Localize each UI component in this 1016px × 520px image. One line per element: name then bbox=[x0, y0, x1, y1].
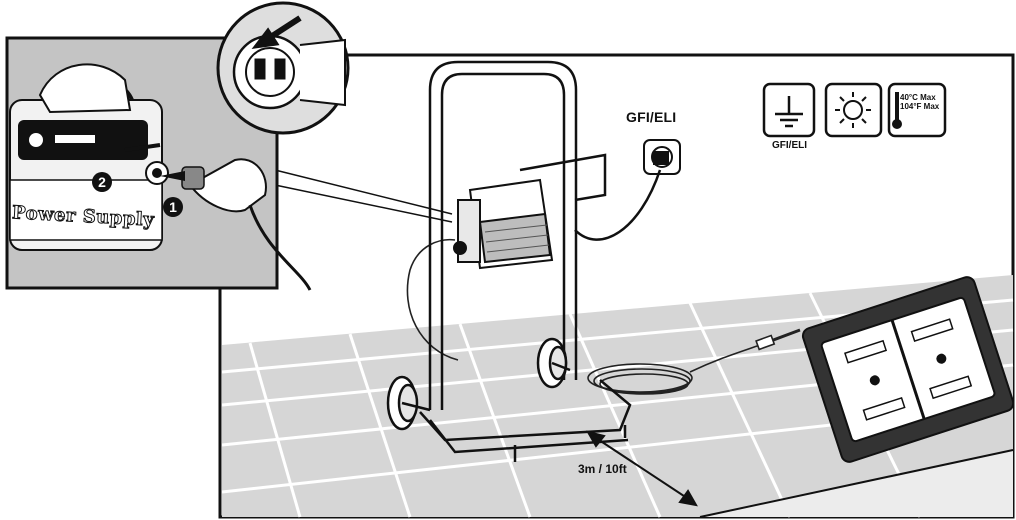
step-badge-2: 2 bbox=[92, 172, 112, 192]
step-badge-1: 1 bbox=[163, 197, 183, 217]
temp-max-celsius: 40°C Max bbox=[900, 93, 936, 102]
temperature-label: 40°C Max 104°F Max bbox=[900, 93, 939, 111]
power-cable-coil bbox=[406, 238, 801, 395]
thermometer-icon bbox=[887, 82, 947, 138]
wall-outlet bbox=[574, 139, 681, 241]
distance-label: 3m / 10ft bbox=[578, 462, 627, 476]
power-supply-unit bbox=[453, 178, 554, 270]
power-supply-caddy bbox=[386, 60, 632, 462]
sun-icon bbox=[824, 82, 883, 138]
distance-arrow bbox=[585, 430, 698, 507]
callout-lines bbox=[274, 169, 453, 223]
gfi-eli-label: GFI/ELI bbox=[626, 109, 677, 125]
gfi-eli-icon-label: GFI/ELI bbox=[772, 140, 807, 151]
pool-cleaner-robot bbox=[801, 276, 1015, 463]
ground-icon bbox=[762, 82, 816, 138]
temp-max-fahrenheit: 104°F Max bbox=[900, 102, 940, 111]
connector-zoom-circle bbox=[216, 1, 350, 135]
